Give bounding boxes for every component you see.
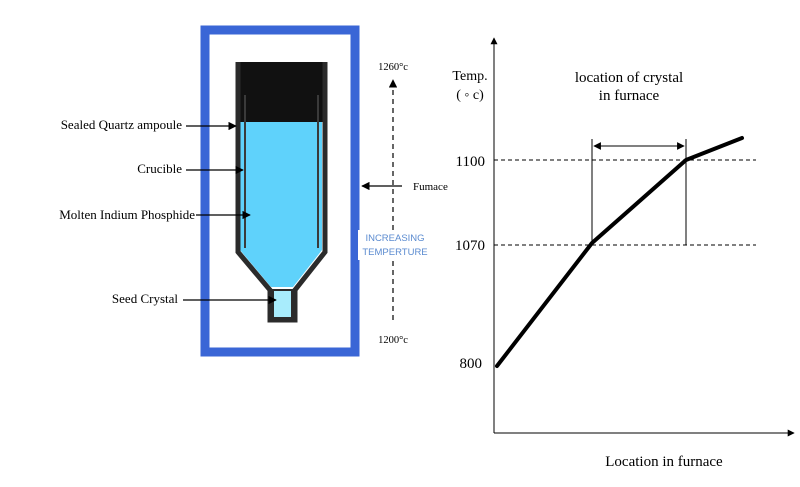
quartz-ampoule-wall bbox=[235, 62, 328, 323]
ampoule-top bbox=[237, 62, 326, 122]
label-crucible: Crucible bbox=[137, 161, 182, 176]
x-axis-label: Location in furnace bbox=[605, 454, 723, 470]
increasing-label-bg bbox=[358, 230, 432, 260]
y-tick-1100: 1100 bbox=[456, 154, 485, 170]
chart-title-line1: location of crystal bbox=[575, 70, 683, 86]
y-axis-label-line2: ( ◦ c) bbox=[456, 88, 484, 103]
temp-top-label: 1260°c bbox=[378, 62, 408, 73]
label-furnace: Fumace bbox=[413, 181, 448, 193]
temp-bottom-label: 1200°c bbox=[378, 335, 408, 346]
furnace-frame bbox=[200, 25, 360, 357]
temperature-profile-line bbox=[495, 136, 744, 368]
y-tick-800: 800 bbox=[460, 356, 483, 372]
label-seed: Seed Crystal bbox=[112, 291, 178, 306]
seed-crystal bbox=[272, 289, 293, 319]
chart-title-line2: in furnace bbox=[599, 88, 660, 104]
increasing-label-line1: INCREASING bbox=[365, 233, 424, 244]
increasing-label-line2: TEMPERTURE bbox=[362, 247, 427, 258]
crucible-wall bbox=[244, 95, 319, 248]
y-axis-label-line1: Temp. bbox=[452, 69, 487, 84]
molten-melt bbox=[240, 122, 322, 287]
label-ampoule: Sealed Quartz ampoule bbox=[61, 117, 183, 132]
y-tick-1070: 1070 bbox=[455, 238, 485, 254]
label-melt: Molten Indium Phosphide bbox=[59, 207, 195, 222]
